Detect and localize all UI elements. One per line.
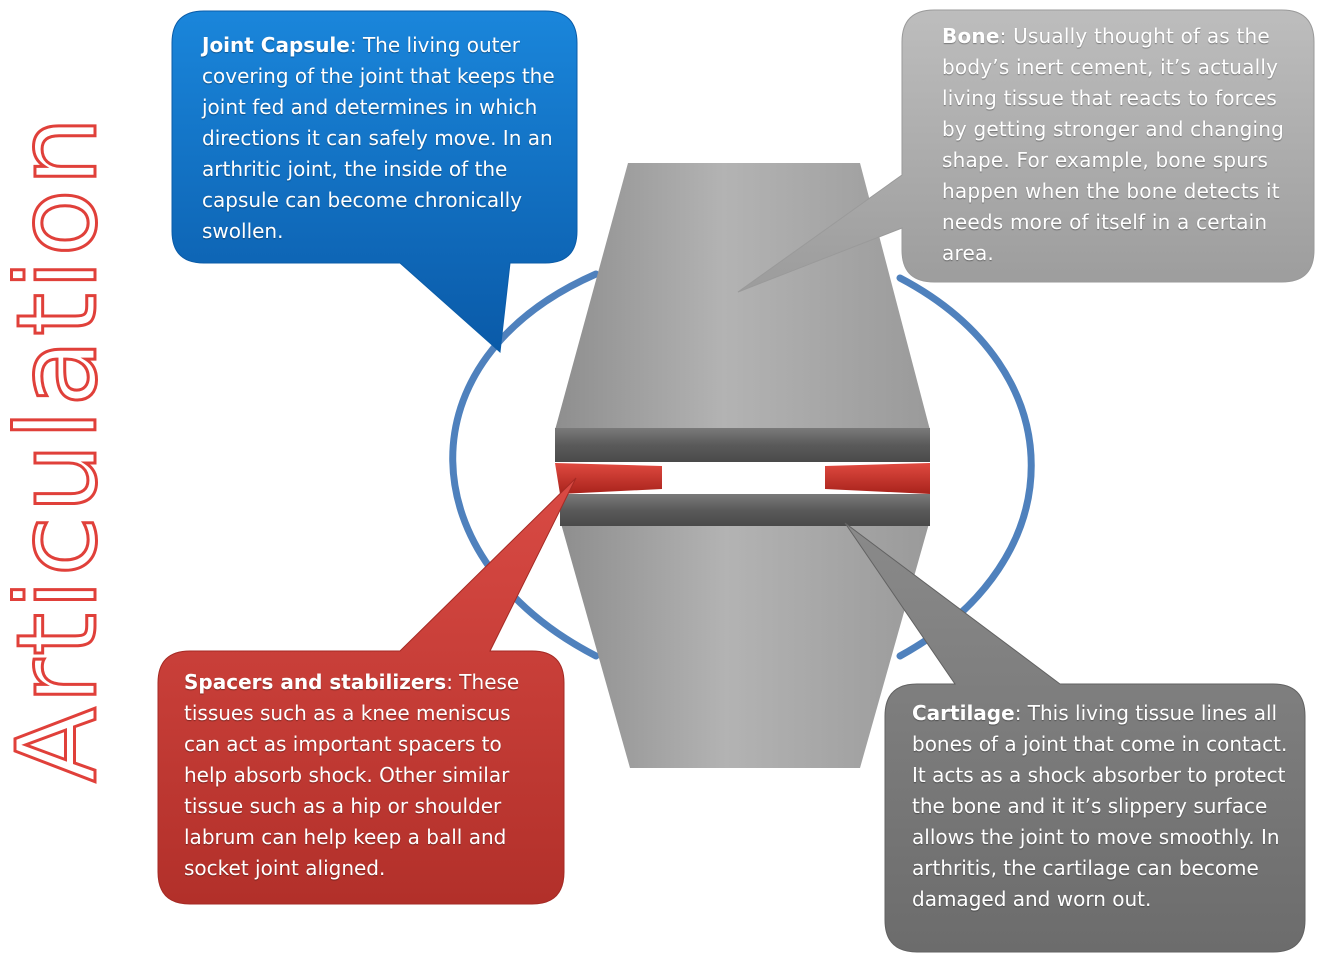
capsule-ring-left: [449, 270, 600, 660]
desc-joint-capsule: : The living outer covering of the joint…: [202, 33, 555, 243]
lower-cartilage: [560, 494, 930, 526]
meniscus-left: [555, 463, 662, 494]
callout-spacers-shape: [157, 477, 577, 905]
term-spacers-stabilizers: Spacers and stabilizers: [184, 670, 447, 694]
callout-spacers-stabilizers: Spacers and stabilizers: These tissues s…: [158, 651, 564, 904]
meniscus-right: [825, 463, 930, 494]
desc-cartilage: : This living tissue lines all bones of …: [912, 701, 1288, 911]
callout-joint-capsule: Joint Capsule: The living outer covering…: [172, 11, 577, 263]
callout-capsule-shape: [171, 10, 578, 354]
callout-bone: Bone: Usually thought of as the body’s i…: [902, 10, 1314, 282]
desc-spacers-stabilizers: : These tissues such as a knee meniscus …: [184, 670, 520, 880]
term-joint-capsule: Joint Capsule: [202, 33, 350, 57]
callout-cartilage: Cartilage: This living tissue lines all …: [885, 684, 1305, 952]
term-cartilage: Cartilage: [912, 701, 1015, 725]
title-articulation: Articulation: [0, 113, 121, 782]
desc-bone: : Usually thought of as the body’s inert…: [942, 24, 1285, 265]
capsule-ring-right: [896, 274, 1035, 660]
callout-cartilage-shape: [844, 522, 1306, 953]
callout-bone-shape: [737, 9, 1315, 293]
upper-cartilage: [555, 428, 930, 462]
lower-bone: [560, 520, 930, 768]
term-bone: Bone: [942, 24, 1000, 48]
